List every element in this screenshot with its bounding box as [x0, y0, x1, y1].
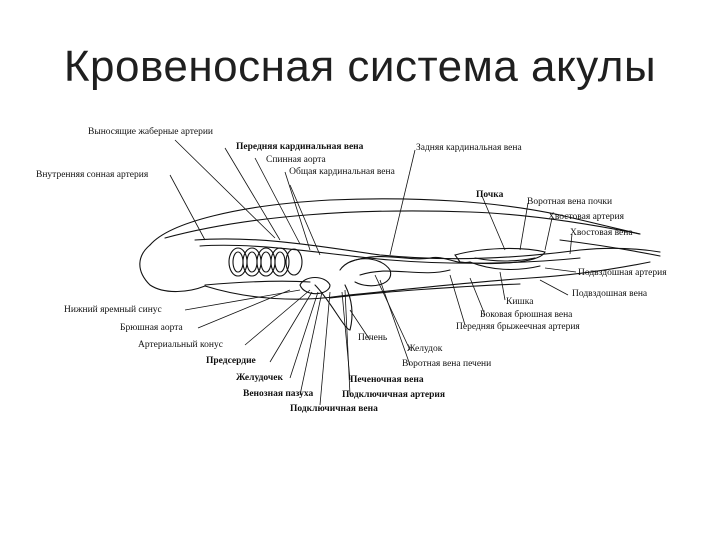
label-ventricle: Желудочек [236, 373, 283, 383]
head-outline [139, 244, 206, 293]
dorsal-aorta-line [194, 238, 661, 260]
label-kidney: Почка [476, 190, 504, 200]
body-outline-lower [204, 261, 651, 300]
label-hepatic-vein: Печеночная вена [350, 375, 424, 385]
label-liver: Печень [358, 333, 388, 343]
label-dorsal-aorta: Спинная аорта [266, 155, 326, 165]
label-caudal-artery: Хвостовая артерия [548, 212, 624, 222]
label-venous-sinus: Венозная пазуха [243, 389, 314, 399]
stomach-loop [339, 258, 392, 287]
vein-web [349, 256, 471, 276]
body-outline-dorsal [164, 210, 641, 239]
heart-shape [299, 276, 331, 295]
label-subclavian-vein: Подключичная вена [290, 404, 378, 414]
label-lateral-abdominal-vein: Боковая брюшная вена [480, 310, 573, 320]
label-inferior-jugular-sinus: Нижний яремный синус [64, 305, 162, 315]
body-outline-upper [149, 198, 641, 246]
slide-title: Кровеносная система акулы [63, 42, 657, 91]
gill-loops [228, 247, 303, 277]
label-common-cardinal-vein: Общая кардинальная вена [289, 167, 395, 177]
label-subclavian-artery: Подключичная артерия [342, 390, 445, 400]
intestine-coil [469, 257, 541, 270]
leader-lines [169, 139, 577, 406]
label-atrium: Предсердие [206, 356, 256, 366]
body-outline-ventral [329, 283, 521, 299]
ventral-aorta-line [204, 280, 311, 286]
label-anterior-cardinal-vein: Передняя кардинальная вена [236, 142, 364, 152]
label-ventral-aorta: Брюшная аорта [120, 323, 183, 333]
label-hepatic-portal-vein: Воротная вена печени [402, 359, 492, 369]
cardinal-vein-line [199, 244, 581, 264]
label-caudal-vein: Хвостовая вена [570, 228, 633, 238]
label-efferent-gill-arteries: Выносящие жаберные артерии [88, 127, 214, 137]
label-posterior-cardinal-vein: Задняя кардинальная вена [416, 143, 522, 153]
label-iliac-vein: Подвздошная вена [572, 289, 648, 299]
label-stomach: Желудок [407, 344, 443, 354]
label-arterial-cone: Артериальный конус [138, 340, 223, 350]
label-iliac-artery: Подвздошная артерия [578, 268, 667, 278]
label-intestine: Кишка [506, 297, 534, 307]
label-internal-carotid-artery: Внутренняя сонная артерия [36, 170, 149, 180]
liver-shape [314, 284, 353, 331]
label-anterior-mesenteric-artery: Передняя брыжеечная артерия [456, 322, 580, 332]
kidney-shape [454, 247, 546, 265]
tail-outline [559, 239, 661, 257]
label-renal-portal-vein: Воротная вена почки [527, 197, 613, 207]
